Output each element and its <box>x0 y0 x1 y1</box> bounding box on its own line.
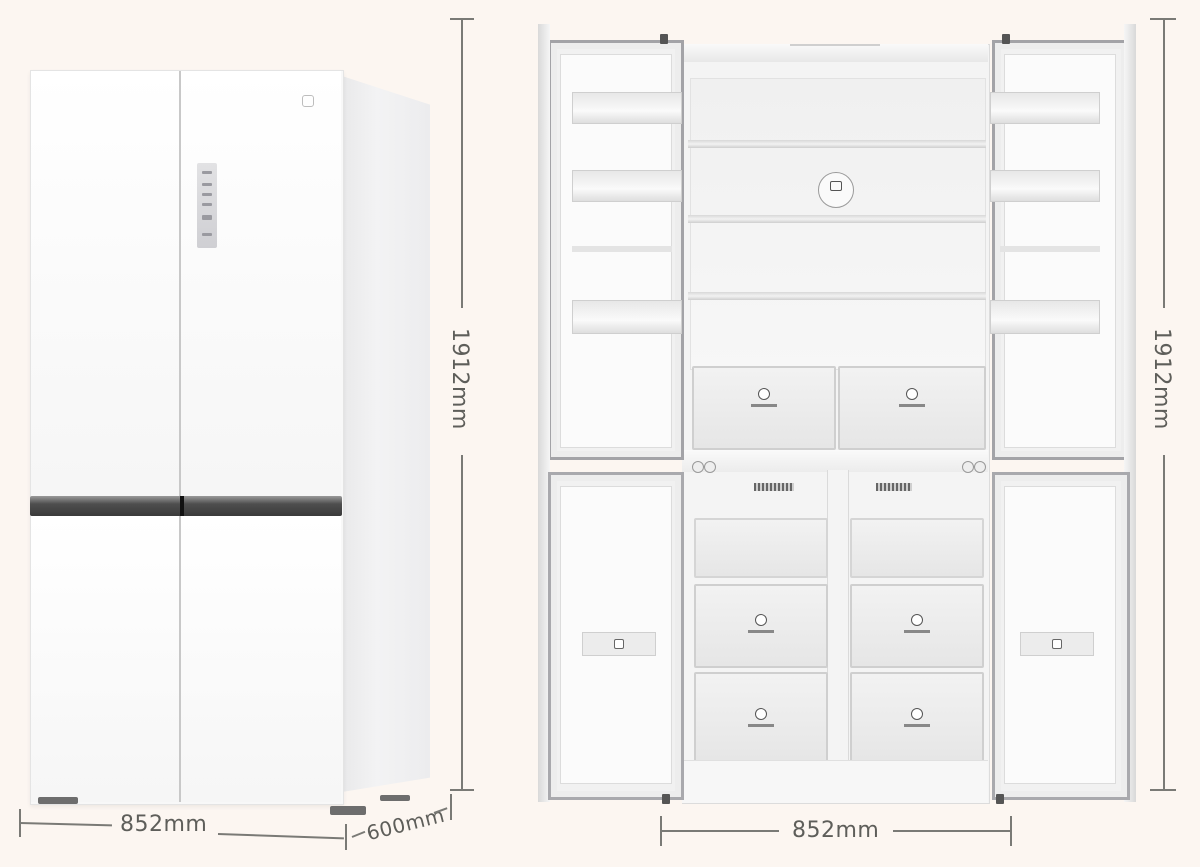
crisper-drawer-left <box>692 366 836 450</box>
glass-shelf-1 <box>688 140 986 148</box>
freezer-tray-left <box>694 518 828 578</box>
fridge-side-panel <box>342 76 430 792</box>
rail-knob-right-1 <box>962 461 974 473</box>
freezer-drawer-right-2 <box>850 672 984 762</box>
door-bin-ur-2 <box>990 170 1100 202</box>
upper-left-door <box>31 71 179 496</box>
door-bin-ul-4 <box>572 246 672 252</box>
freezer-center-mullion <box>827 470 849 802</box>
glass-shelf-3 <box>688 292 986 300</box>
front-right-foot <box>330 806 366 815</box>
door-bin-ur-4 <box>1000 246 1100 252</box>
lower-left-door-emblem <box>582 632 656 656</box>
closed-depth-label: 600mm <box>364 802 448 846</box>
closed-width-label: 852mm <box>120 812 208 837</box>
middle-divider-rail <box>682 450 988 472</box>
upper-right-door <box>181 71 341 496</box>
freezer-vent-right <box>876 483 912 491</box>
closed-height-label: 1912mm <box>447 328 472 430</box>
brand-logo-icon <box>302 95 314 107</box>
hinge-bottom-left <box>662 794 670 804</box>
freezer-vent-left <box>754 483 794 491</box>
rail-knob-left-1 <box>692 461 704 473</box>
door-bin-ur-3 <box>990 300 1100 334</box>
cabinet-top <box>682 44 988 62</box>
left-door-edge <box>538 24 550 802</box>
purifier-badge-icon <box>818 172 854 208</box>
lower-left-door <box>31 516 179 802</box>
front-left-foot <box>38 797 78 804</box>
control-panel-display <box>197 163 217 248</box>
door-bin-ul-3 <box>572 300 682 334</box>
cabinet-base <box>682 760 988 803</box>
glass-shelf-2 <box>688 215 986 223</box>
rail-knob-right-2 <box>974 461 986 473</box>
freezer-tray-right <box>850 518 984 578</box>
freezer-drawer-left-2 <box>694 672 828 762</box>
top-vent <box>790 44 880 46</box>
rail-knob-left-2 <box>704 461 716 473</box>
door-bin-ul-2 <box>572 170 682 202</box>
crisper-drawer-right <box>838 366 986 450</box>
fresh-food-compartment <box>690 78 986 370</box>
horizontal-handle <box>30 496 342 516</box>
open-width-label: 852mm <box>792 818 880 843</box>
hinge-top-right <box>1002 34 1010 44</box>
freezer-drawer-left-1 <box>694 584 828 668</box>
lower-right-door <box>181 516 341 802</box>
door-seam <box>179 71 181 802</box>
lower-right-door-emblem <box>1020 632 1094 656</box>
hinge-top-left <box>660 34 668 44</box>
door-bin-ur-1 <box>990 92 1100 124</box>
open-height-label: 1912mm <box>1149 328 1174 430</box>
door-bin-ul-1 <box>572 92 682 124</box>
hinge-bottom-right <box>996 794 1004 804</box>
rear-right-foot <box>380 795 410 801</box>
freezer-drawer-right-1 <box>850 584 984 668</box>
